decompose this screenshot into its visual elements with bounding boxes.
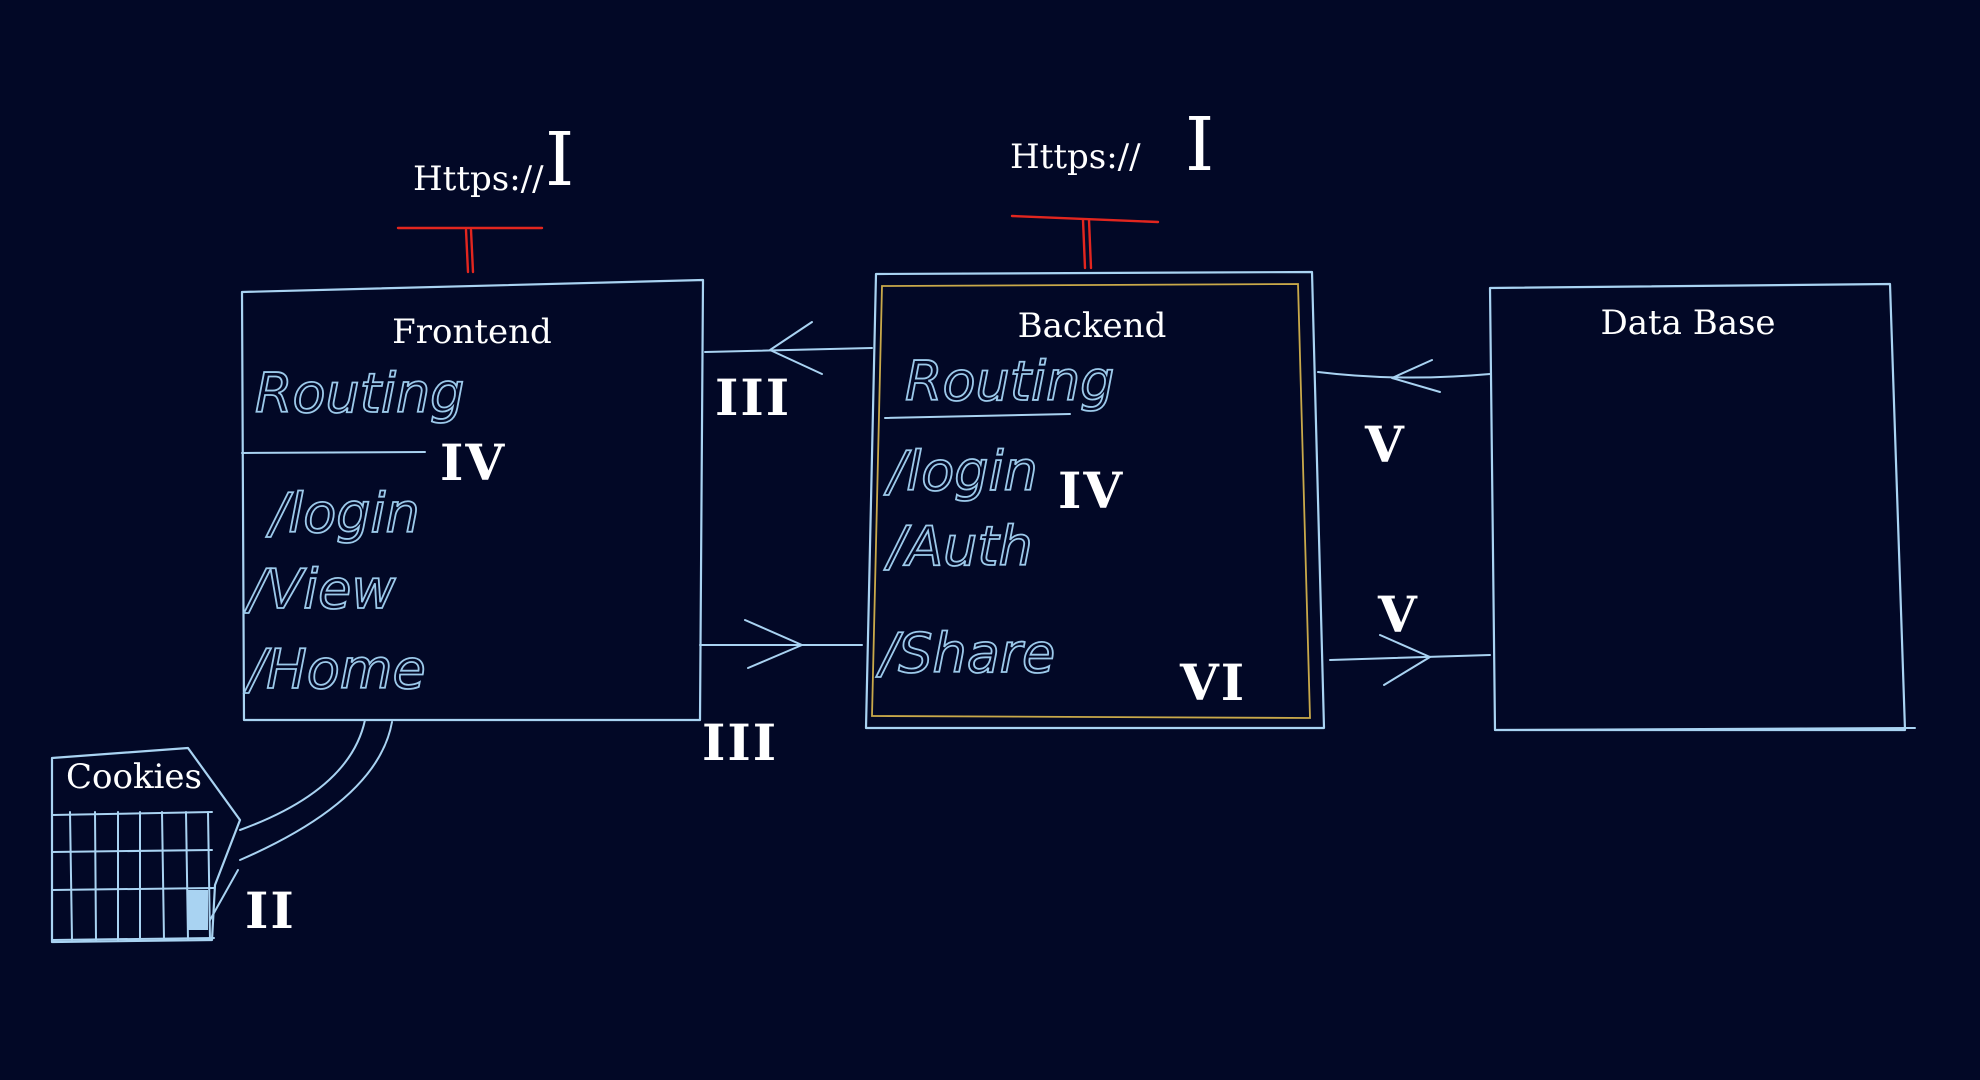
be-db-connectors: V V <box>1317 359 1491 686</box>
frontend-heading-underline <box>241 451 426 454</box>
frontend-routing-heading: Routing <box>255 362 464 425</box>
fe-be-bottom-marker: III <box>702 713 778 772</box>
backend-node: Backend Routing /login IV /Auth /Share V… <box>864 102 1326 730</box>
frontend-port-stem <box>464 228 475 274</box>
frontend-title: Frontend <box>392 312 552 352</box>
database-title: Data Base <box>1600 303 1775 343</box>
frontend-box <box>240 278 705 722</box>
fe-be-bottom-arrowhead <box>744 619 803 669</box>
database-base-line <box>1494 727 1916 731</box>
backend-protocol-label: Https:// <box>1010 137 1141 177</box>
be-db-top-arrowhead <box>1391 359 1441 393</box>
database-node: Data Base <box>1488 282 1916 732</box>
database-box <box>1488 282 1907 732</box>
cookies-link-1 <box>239 719 366 831</box>
backend-routing-heading: Routing <box>905 350 1114 413</box>
backend-title: Backend <box>1018 306 1167 346</box>
frontend-route-home: /Home <box>244 638 426 701</box>
fe-be-top-marker: III <box>715 368 791 427</box>
frontend-node: Frontend Routing IV /login /View /Home H… <box>240 117 705 722</box>
frontend-heading-marker: IV <box>440 433 506 492</box>
cookies-link-2 <box>239 721 393 861</box>
be-db-bottom-marker: V <box>1377 585 1419 644</box>
backend-box <box>864 270 1326 730</box>
cookies-title: Cookies <box>66 757 202 797</box>
backend-protocol-marker: I <box>1185 102 1216 188</box>
backend-route-marker: IV <box>1058 461 1124 520</box>
cookies-node: Cookies II <box>50 719 393 944</box>
backend-port-stem <box>1081 218 1093 270</box>
cookies-jar-outline <box>50 746 242 944</box>
frontend-protocol-marker: I <box>545 117 576 203</box>
be-db-top-line <box>1317 371 1491 379</box>
frontend-protocol-label: Https:// <box>413 159 544 199</box>
backend-inner-box <box>871 283 1311 719</box>
cookies-marker: II <box>245 881 296 940</box>
cookies-highlight-cell <box>188 890 208 930</box>
cookies-link-3 <box>209 869 239 921</box>
backend-port-bar <box>1010 214 1160 224</box>
fe-be-top-arrowhead <box>769 321 823 375</box>
backend-corner-marker: VI <box>1179 653 1246 712</box>
cookies-grid <box>51 811 215 941</box>
fe-be-top-line <box>704 347 873 353</box>
backend-route-login: /login <box>884 440 1038 503</box>
backend-route-auth: /Auth <box>884 515 1033 578</box>
be-db-bottom-arrowhead <box>1379 634 1431 686</box>
be-db-top-marker: V <box>1364 415 1406 474</box>
backend-heading-underline <box>884 413 1071 419</box>
be-db-bottom-line <box>1329 654 1491 661</box>
frontend-route-login: /login <box>266 482 420 545</box>
fe-be-connectors: III III <box>699 321 873 772</box>
frontend-route-view: /View <box>244 558 396 621</box>
backend-route-share: /Share <box>876 622 1055 685</box>
